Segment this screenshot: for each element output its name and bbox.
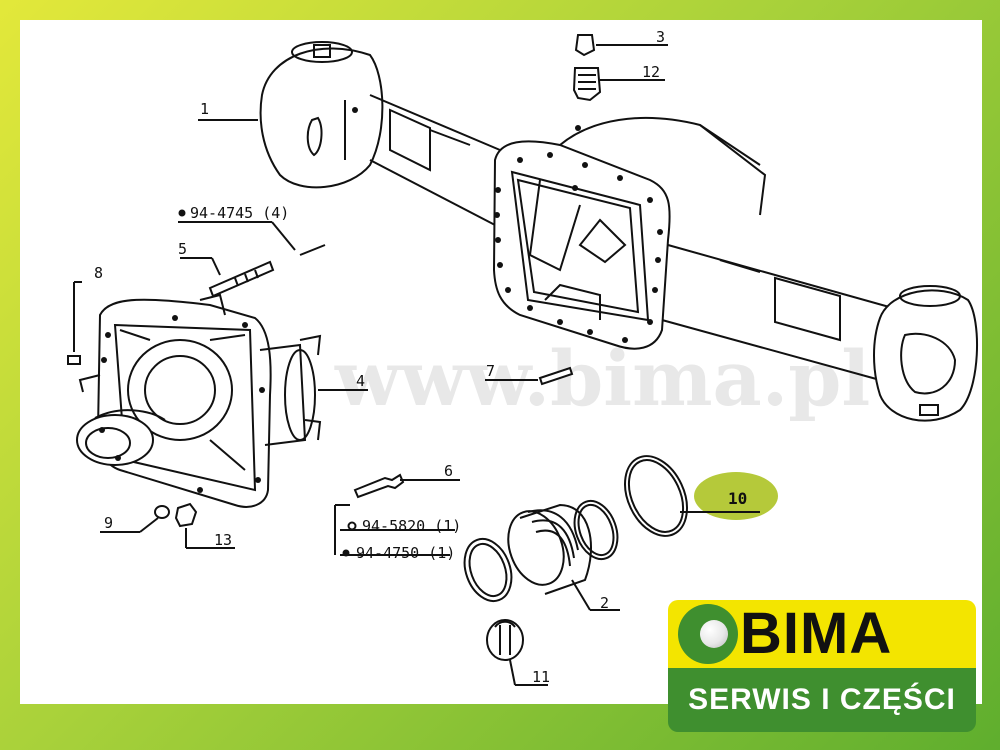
part-8-dowel xyxy=(67,281,82,365)
logo-tagline: SERWIS I CZĘŚCI xyxy=(688,683,956,716)
callout-2: 2 xyxy=(600,594,609,612)
reference-94-4750: 94-4750 (1) xyxy=(342,544,455,562)
reference-label: 94-4750 (1) xyxy=(356,544,455,562)
part-10-shim xyxy=(624,455,688,537)
part-6-screw xyxy=(353,473,460,499)
callout-11: 11 xyxy=(532,668,550,686)
callout-9: 9 xyxy=(104,514,113,532)
callout-3: 3 xyxy=(656,28,665,46)
part-3-plug xyxy=(574,34,668,57)
part-4-hub-assembly xyxy=(76,293,368,508)
diagram-canvas: www.bima.pl xyxy=(20,20,982,704)
callout-4: 4 xyxy=(356,372,365,390)
logo-top-band: BIMA xyxy=(668,600,976,668)
callout-10-highlight xyxy=(694,472,778,520)
exploded-parts-diagram: www.bima.pl xyxy=(67,28,979,686)
part-13-nut xyxy=(174,502,235,549)
reference-label: 94-4745 (4) xyxy=(190,204,289,222)
callout-10: 10 xyxy=(728,489,747,508)
part-5-stud xyxy=(180,257,275,298)
callout-13: 13 xyxy=(214,531,232,549)
watermark-text: www.bima.pl xyxy=(334,334,870,423)
logo-ball-icon xyxy=(700,620,728,648)
part-12-nut xyxy=(572,67,665,102)
reference-label: 94-5820 (1) xyxy=(362,517,461,535)
axle-housing xyxy=(259,41,979,422)
logo-brand-text: BIMA xyxy=(740,601,893,666)
callout-7: 7 xyxy=(486,362,495,380)
reference-94-4745: 94-4745 (4) xyxy=(178,204,289,222)
callout-5: 5 xyxy=(178,240,187,258)
part-9-nut xyxy=(100,505,170,533)
callout-8: 8 xyxy=(94,264,103,282)
part-7-pin xyxy=(485,366,574,386)
callout-1: 1 xyxy=(200,100,209,118)
bima-logo: BIMA SERWIS I CZĘŚCI xyxy=(668,600,976,732)
logo-bottom-band: SERWIS I CZĘŚCI xyxy=(668,668,976,732)
callout-12: 12 xyxy=(642,63,660,81)
part-2-bearing xyxy=(463,499,620,611)
logo-circle xyxy=(678,604,738,664)
callout-6: 6 xyxy=(444,462,453,480)
reference-94-5820: 94-5820 (1) xyxy=(347,517,461,535)
part-11-cap xyxy=(486,619,548,686)
